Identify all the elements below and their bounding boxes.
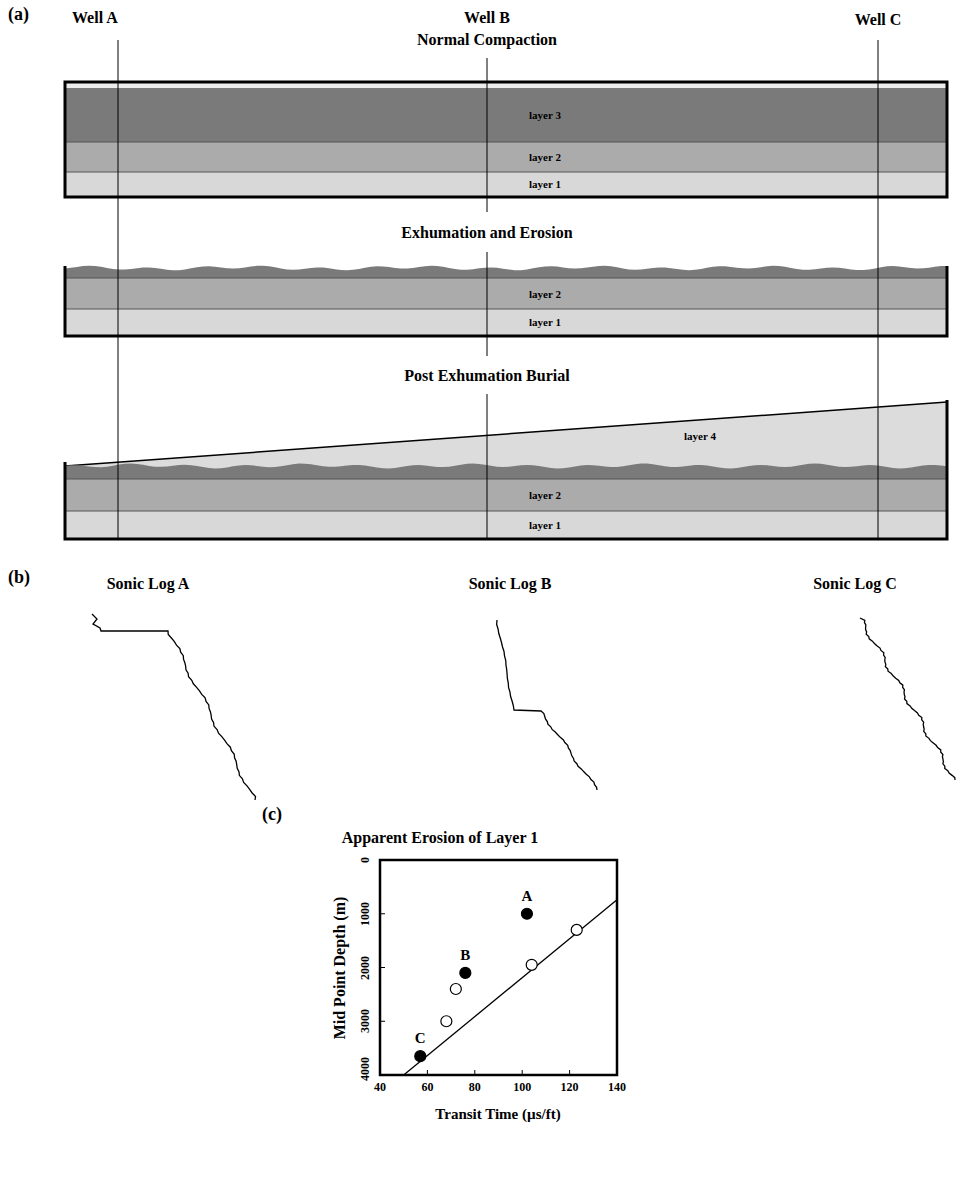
layer-band <box>65 278 947 309</box>
well-name: Well B <box>464 9 510 27</box>
stage-title: Post Exhumation Burial <box>404 367 569 385</box>
well-line <box>118 40 119 540</box>
layer-band: layer 3 <box>65 88 947 142</box>
panel-letter: (c) <box>262 805 282 825</box>
section-frame <box>65 400 947 539</box>
sonic-log-curve <box>860 618 955 780</box>
layer-band <box>65 309 947 335</box>
data-point <box>521 908 532 919</box>
well-line <box>487 394 488 540</box>
tick-label: 80 <box>469 1081 481 1094</box>
layer-band: layer 2 <box>65 278 947 309</box>
tick-label: 0 <box>359 857 372 863</box>
tick-label: 4000 <box>359 1057 372 1081</box>
layer-band: layer 2 <box>65 142 947 172</box>
layer-label: layer 1 <box>529 519 561 531</box>
layer-label: layer 2 <box>529 489 561 501</box>
sonic-log-curve <box>497 620 597 790</box>
tick-label: 100 <box>513 1081 531 1094</box>
data-point <box>441 1016 452 1027</box>
layer-label: layer 1 <box>529 178 561 190</box>
layer-band: layer 1 <box>65 172 947 196</box>
panel-letter: (a) <box>8 5 29 25</box>
layer-label: layer 4 <box>684 430 716 442</box>
layer-boundary <box>65 309 947 310</box>
layer-boundary <box>65 278 947 279</box>
tick-label: 120 <box>561 1081 579 1094</box>
layer-label: layer 2 <box>529 288 561 300</box>
layer-band <box>65 172 947 196</box>
panel-letter: (b) <box>8 568 30 588</box>
layer-band: layer 4 <box>65 410 947 462</box>
tick-label: 40 <box>374 1081 386 1094</box>
axis-title: Transit Time (µs/ft) <box>435 1106 560 1123</box>
well-name: Well A <box>72 9 118 27</box>
scatter-chart <box>380 860 617 1075</box>
tick-mark <box>380 1021 385 1022</box>
log-title: Sonic Log A <box>107 575 190 593</box>
tick-mark <box>427 1070 428 1075</box>
tick-mark <box>522 1070 523 1075</box>
layer-band <box>65 142 947 172</box>
data-point <box>526 959 537 970</box>
wedge-layer <box>65 402 947 470</box>
stage-title: Exhumation and Erosion <box>401 224 572 242</box>
layer-boundary <box>65 479 947 480</box>
layer-boundary <box>65 142 947 143</box>
tick-label: 3000 <box>359 1009 372 1033</box>
tick-label: 2000 <box>359 956 372 980</box>
well-line <box>487 58 488 212</box>
data-point <box>415 1051 426 1062</box>
layer-boundary <box>65 511 947 512</box>
section-frame <box>65 82 947 197</box>
sonic-log-curve <box>92 614 256 800</box>
well-line <box>487 252 488 356</box>
layer-label: layer 1 <box>529 316 561 328</box>
well-line <box>878 40 879 540</box>
eroded-layer <box>65 464 947 479</box>
chart-title: Apparent Erosion of Layer 1 <box>342 829 538 847</box>
axis-title: Mid Point Depth (m) <box>331 897 349 1040</box>
stage-title: Normal Compaction <box>417 31 557 49</box>
log-title: Sonic Log B <box>469 575 552 593</box>
layer-band: layer 1 <box>65 511 947 538</box>
layer-label: layer 3 <box>529 109 561 121</box>
layer-band <box>65 479 947 511</box>
tick-mark <box>569 1070 570 1075</box>
trend-line <box>404 900 617 1075</box>
wedge-top <box>65 402 947 466</box>
tick-mark <box>380 967 385 968</box>
layer-label: layer 2 <box>529 151 561 163</box>
data-point <box>571 924 582 935</box>
tick-label: 1000 <box>359 902 372 926</box>
point-label: C <box>415 1030 426 1047</box>
layer-band <box>65 511 947 538</box>
layer-band: layer 2 <box>65 479 947 511</box>
point-label: A <box>522 888 533 905</box>
log-title: Sonic Log C <box>813 575 897 593</box>
point-label: B <box>460 947 470 964</box>
layer-band <box>65 88 947 142</box>
tick-label: 140 <box>608 1081 626 1094</box>
data-point <box>460 967 471 978</box>
layer-boundary <box>65 172 947 173</box>
tick-label: 60 <box>421 1081 433 1094</box>
well-name: Well C <box>855 11 902 29</box>
layer-band: layer 1 <box>65 309 947 335</box>
tick-mark <box>380 913 385 914</box>
eroded-layer <box>65 266 947 278</box>
section-frame <box>65 266 947 336</box>
plot-frame <box>380 860 617 1075</box>
data-point <box>450 984 461 995</box>
tick-mark <box>474 1070 475 1075</box>
